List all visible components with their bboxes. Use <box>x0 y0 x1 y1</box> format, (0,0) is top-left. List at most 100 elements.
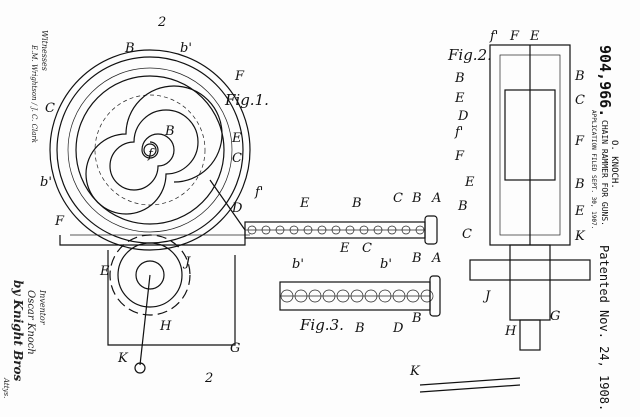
ref-letter: D <box>231 201 243 216</box>
ref-letter: f <box>147 147 155 162</box>
ref-letter: B <box>351 196 362 211</box>
fig3-caption: Fig.3. <box>299 316 344 334</box>
chain-link <box>350 289 364 303</box>
fig3-labels: E C B D B <box>339 241 422 336</box>
chain-link <box>294 289 308 303</box>
chain-link <box>359 225 369 235</box>
ref-letter: C <box>393 191 403 206</box>
chain-link <box>364 289 378 303</box>
fig2-section <box>419 44 591 393</box>
ref-letter: C <box>45 101 55 116</box>
ref-letter: B <box>454 71 465 86</box>
ref-letter: G <box>230 341 240 356</box>
chain-link <box>336 289 350 303</box>
chain-link <box>247 225 257 235</box>
ref-letter: C <box>575 93 585 108</box>
chain-link <box>308 289 322 303</box>
ref-letter: b' <box>380 257 392 272</box>
ref-letter: H <box>159 319 172 334</box>
chain-link <box>345 225 355 235</box>
chain-link <box>280 289 294 303</box>
ref-letter: f' <box>489 29 498 44</box>
chain-link <box>289 225 299 235</box>
fig2-labels: f' F E B B E C D f' F F E B B C E K J H … <box>409 29 586 379</box>
chain-link <box>401 225 411 235</box>
fig3-chain <box>279 275 441 317</box>
chain-link <box>378 289 392 303</box>
chain-link <box>392 289 406 303</box>
ref-letter: B <box>411 191 422 206</box>
witnesses-label: Witnesses <box>40 30 49 71</box>
ref-letter: E <box>339 241 350 256</box>
ref-letter: K <box>409 364 421 379</box>
ref-letter: B <box>411 251 422 266</box>
fig2-caption: Fig.2. <box>447 46 492 64</box>
ref-letter: B <box>574 69 585 84</box>
ref-letter: C <box>232 151 242 166</box>
chain-link <box>331 225 341 235</box>
ref-letter: b' <box>180 41 192 56</box>
ref-letter: K <box>574 229 586 244</box>
ref-letter: E <box>231 131 242 146</box>
chain-link <box>406 289 420 303</box>
patent-title: CHAIN RAMMER FOR GUNS. <box>600 120 609 226</box>
ref-letter: E <box>454 91 465 106</box>
ref-letter: B <box>164 124 175 139</box>
ref-letter: D <box>392 321 404 336</box>
ref-letter: B <box>457 199 468 214</box>
ref-letter: E <box>574 204 585 219</box>
ref-letter: E <box>529 29 540 44</box>
ref-letter: H <box>504 324 517 339</box>
ref-letter: E <box>299 196 310 211</box>
inventor-label: Inventor <box>38 289 47 326</box>
chain-link <box>275 225 285 235</box>
chain-link <box>373 225 383 235</box>
ref-letter: B <box>574 177 585 192</box>
ref-letter: E <box>464 175 475 190</box>
inventor-signature: Oscar Knoch <box>25 290 36 355</box>
chain-link <box>322 289 336 303</box>
chain-link <box>261 225 271 235</box>
ref-letter: b' <box>292 257 304 272</box>
ref-letter: E <box>99 264 110 279</box>
ref-letter: J <box>182 255 191 270</box>
chain-link <box>415 225 425 235</box>
patented-date: Patented Nov. 24, 1908. <box>597 245 611 411</box>
chain-link <box>303 225 313 235</box>
patent-number: 904,966. <box>596 45 614 117</box>
ref-letter: f' <box>454 125 463 140</box>
application-filed: APPLICATION FILED SEPT. 30, 1907. <box>590 110 597 229</box>
inventor-name: O. KNOCH. <box>609 140 619 189</box>
ref-letter: B <box>354 321 365 336</box>
fig1-labels: B b' F C B f E C b' F f' D E J H K G E B… <box>40 41 441 366</box>
ref-letter: F <box>574 134 585 149</box>
fig1-caption: Fig.1. <box>224 91 269 109</box>
section-mark-top: 2 <box>157 15 166 30</box>
fig1-gear <box>107 234 236 374</box>
chain-link <box>420 289 434 303</box>
ref-letter: A <box>431 251 441 266</box>
ref-letter: J <box>482 289 491 304</box>
ref-letter: F <box>509 29 520 44</box>
ref-letter: B <box>124 41 135 56</box>
ref-letter: B <box>411 311 422 326</box>
ref-letter: C <box>462 227 472 242</box>
section-mark-bottom: 2 <box>204 371 213 386</box>
ref-letter: F <box>454 149 465 164</box>
ref-letter: b' <box>40 175 52 190</box>
witness-names: E.M. Wrightson / J. C. Clark <box>30 44 38 143</box>
ref-letter: D <box>457 109 469 124</box>
attorney-signature: by Knight Bros <box>11 280 25 382</box>
ref-letter: A <box>431 191 441 206</box>
patent-header: 904,966. <box>596 45 614 117</box>
ref-letter: K <box>117 351 129 366</box>
ref-letter: G <box>550 309 560 324</box>
chain-link <box>317 225 327 235</box>
ref-letter: f' <box>254 185 263 200</box>
ref-letter: F <box>54 214 65 229</box>
attorney-suffix: Attys. <box>2 377 10 398</box>
ref-letter: F <box>234 69 245 84</box>
ref-letter: C <box>362 241 372 256</box>
